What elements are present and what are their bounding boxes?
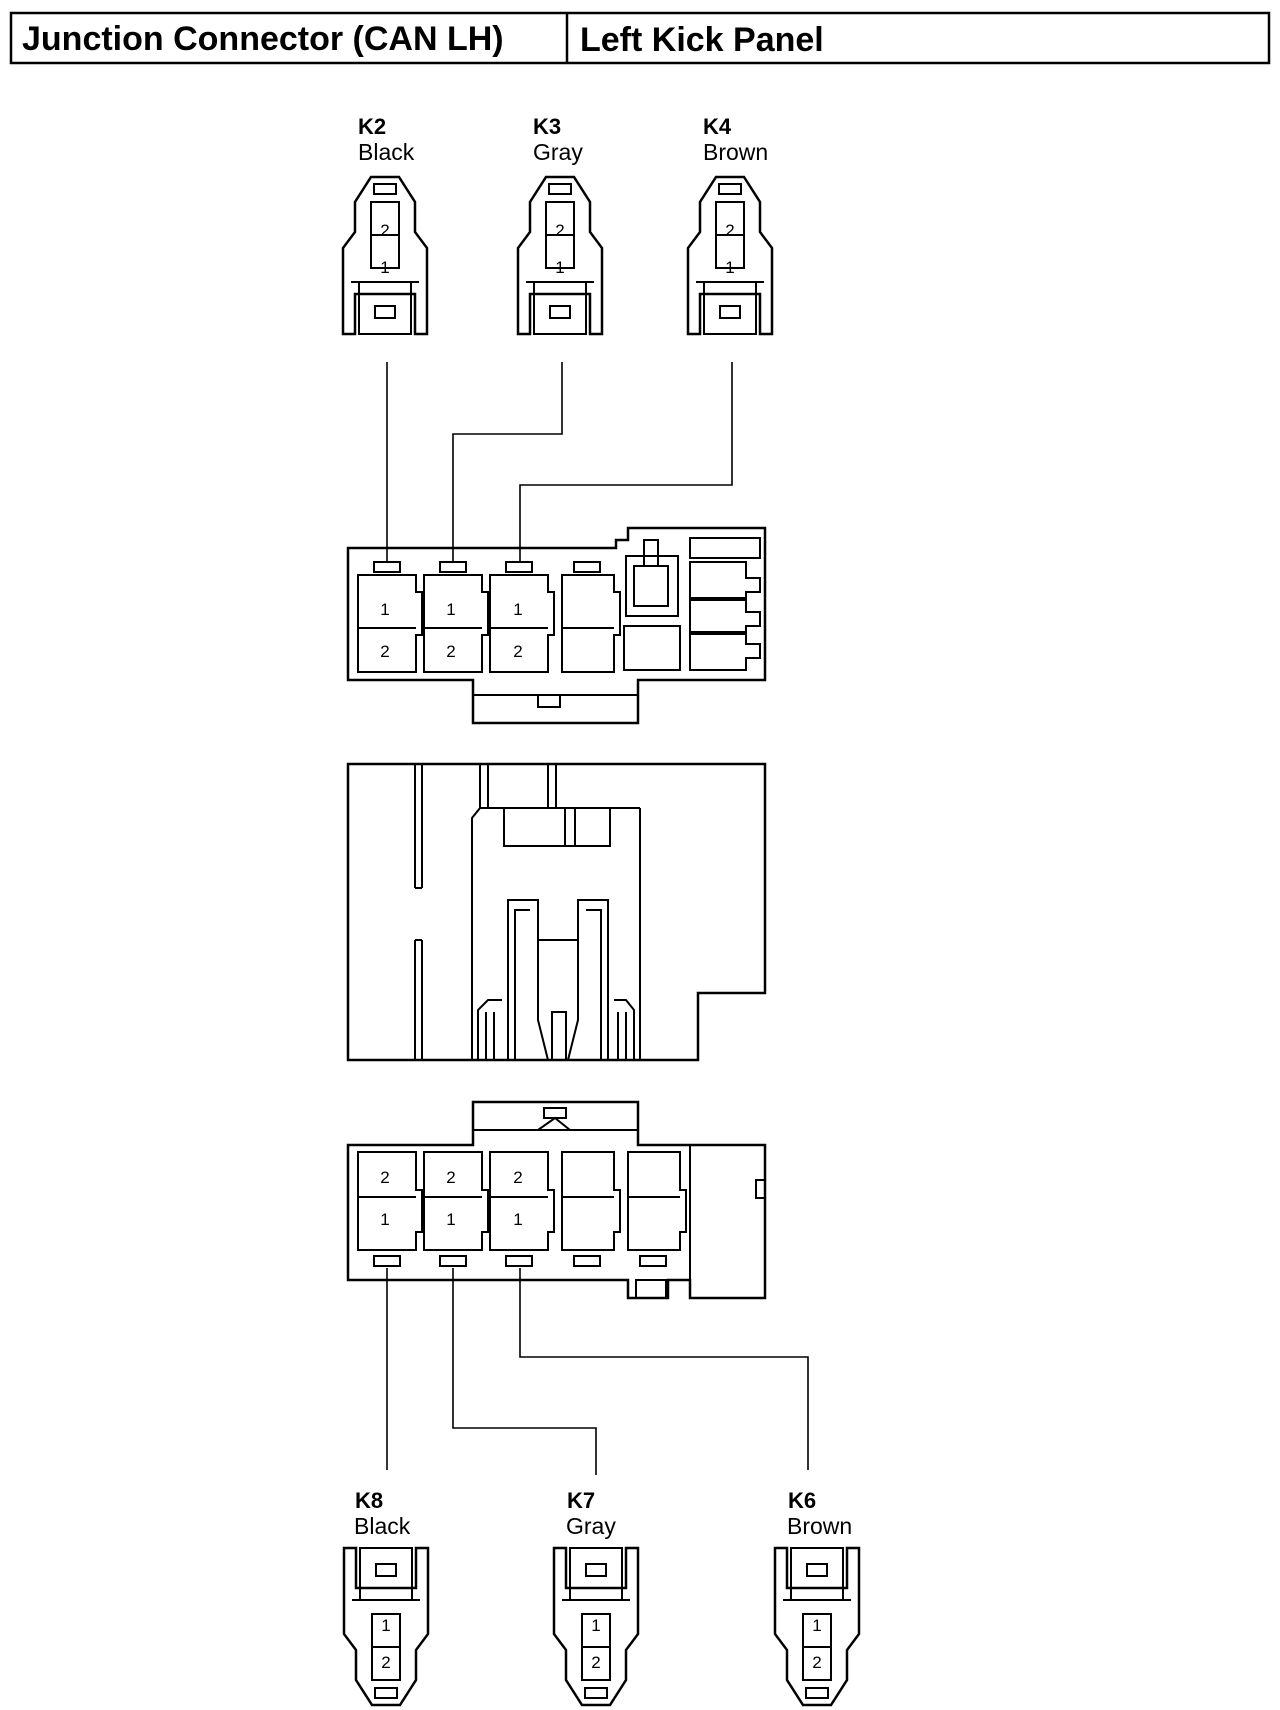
top-plug-k2: 2 1: [341, 175, 429, 336]
connector-color-label: Gray: [533, 139, 583, 165]
pin-label: 1: [555, 258, 564, 277]
latch-block: [623, 539, 681, 671]
bottom-plug-k6: 1 2: [773, 1546, 861, 1707]
pin-label: 1: [725, 258, 734, 277]
pin-label: 2: [380, 642, 389, 661]
pin-label: 2: [725, 221, 734, 240]
pin-label: 1: [380, 600, 389, 619]
cavity-1: 2 1: [357, 1151, 423, 1267]
pin-label: 1: [380, 1210, 389, 1229]
pin-label: 2: [381, 1653, 390, 1672]
pin-label: 2: [380, 1168, 389, 1187]
pin-label: 2: [446, 642, 455, 661]
top-wires: [386, 362, 733, 563]
pin-label: 1: [513, 1210, 522, 1229]
connector-color-label: Gray: [566, 1513, 616, 1539]
cavity-4: [561, 561, 621, 673]
cavity-3: 2 1: [489, 1151, 555, 1267]
connector-title: Junction Connector (CAN LH): [22, 20, 504, 58]
connector-id-label: K4: [703, 114, 732, 139]
cavity-2: 1 2: [423, 561, 489, 673]
cavity-4: [561, 1151, 621, 1267]
pin-label: 2: [555, 221, 564, 240]
connector-id-label: K8: [355, 1488, 383, 1513]
header-box: Junction Connector (CAN LH) Left Kick Pa…: [9, 11, 1271, 65]
connector-id-label: K3: [533, 114, 561, 139]
bottom-plug-k7: 1 2: [552, 1546, 640, 1707]
bottom-connector-k7: K7 Gray: [566, 1488, 616, 1539]
cavity-1: 1 2: [357, 561, 423, 673]
top-connector-k4: K4 Brown: [703, 114, 768, 165]
top-plug-k4: 2 1: [686, 175, 774, 336]
connector-color-label: Black: [358, 139, 415, 165]
pin-label: 1: [591, 1616, 600, 1635]
pin-label: 1: [513, 600, 522, 619]
connector-color-label: Brown: [703, 139, 768, 165]
cavity-3: 1 2: [489, 561, 555, 673]
bottom-wires: [386, 1268, 809, 1475]
bottom-connector-k8: K8 Black: [354, 1488, 411, 1539]
junction-top-face: 1 2 1 2 1 2: [346, 526, 767, 725]
side-slots: [689, 537, 761, 671]
pin-label: 1: [381, 1616, 390, 1635]
pin-label: 2: [380, 221, 389, 240]
pin-label: 1: [812, 1616, 821, 1635]
pin-label: 2: [513, 1168, 522, 1187]
connector-color-label: Black: [354, 1513, 411, 1539]
pin-label: 2: [812, 1653, 821, 1672]
pin-label: 2: [513, 642, 522, 661]
bottom-plug-k8: 1 2: [342, 1546, 430, 1707]
pin-label: 2: [591, 1653, 600, 1672]
junction-side-view: [346, 762, 767, 1062]
pin-label: 1: [446, 600, 455, 619]
top-plug-k3: 2 1: [516, 175, 604, 336]
connector-id-label: K7: [567, 1488, 595, 1513]
pin-label: 2: [446, 1168, 455, 1187]
connector-id-label: K2: [358, 114, 386, 139]
pin-label: 1: [446, 1210, 455, 1229]
junction-bottom-face: 2 1 2 1 2 1: [346, 1100, 767, 1300]
cavity-5: [627, 1151, 687, 1267]
top-connector-k2: K2 Black: [358, 114, 415, 165]
connector-color-label: Brown: [787, 1513, 852, 1539]
pin-label: 1: [380, 258, 389, 277]
cavity-2: 2 1: [423, 1151, 489, 1267]
bottom-connector-k6: K6 Brown: [787, 1488, 852, 1539]
connector-id-label: K6: [788, 1488, 816, 1513]
location-title: Left Kick Panel: [580, 21, 824, 59]
top-connector-k3: K3 Gray: [533, 114, 583, 165]
